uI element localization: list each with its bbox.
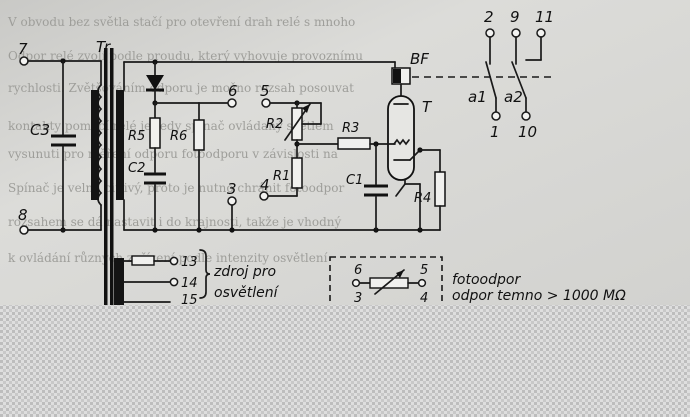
obscured-area: [0, 305, 690, 417]
label-13: 13: [181, 255, 198, 270]
bg-line-6: rozsahem se dá nastavit i do krajnosti, …: [8, 215, 342, 229]
label-3: 3: [227, 180, 237, 198]
label-11: 11: [535, 8, 554, 26]
transformer-core-2: [110, 48, 114, 308]
label-r3: R3: [342, 121, 359, 136]
relay-contacts: 2 1 a1 9 10 a2 11: [468, 8, 554, 141]
lighting-winding: [114, 258, 124, 305]
note-fotoodpor-1: fotoodpor: [452, 272, 521, 288]
terminal-14: [169, 277, 179, 287]
box-label-5: 5: [420, 263, 428, 278]
label-r1: R1: [273, 169, 290, 184]
label-7: 7: [18, 40, 28, 58]
terminal-6: [227, 98, 237, 108]
terminal-7: [19, 56, 29, 66]
bg-line-4: vysunuti pro měření odporu fotoodporu v …: [7, 147, 338, 161]
resistor-r3: [337, 137, 371, 150]
transformer-tr: Tr: [91, 38, 124, 308]
label-5: 5: [260, 82, 270, 100]
ground-rail: 3: [123, 180, 441, 233]
label-c2: C2: [128, 161, 145, 176]
note-zdroj-1: zdroj pro: [213, 264, 276, 280]
label-a2: a2: [504, 88, 523, 106]
terminal-13: [169, 256, 179, 266]
label-10: 10: [518, 123, 537, 141]
paper-background: [0, 0, 690, 305]
label-t: T: [422, 98, 433, 116]
terminal-5: [261, 98, 271, 108]
terminal-2: [485, 28, 495, 38]
label-6: 6: [228, 82, 238, 100]
lighting-supply: 13 14 15 zdroj pro osvětlení: [114, 249, 280, 308]
label-bf: BF: [410, 50, 429, 68]
label-r6: R6: [170, 129, 187, 144]
supply-rail: R5 C2 R6 6: [123, 59, 396, 231]
bg-line-1: Odpor relé zvolí podle proudu, který vyh…: [8, 49, 363, 63]
label-r5: R5: [128, 129, 145, 144]
label-14: 14: [181, 276, 198, 291]
label-tr: Tr: [96, 38, 111, 56]
rectifier-diode: [146, 75, 164, 90]
label-8: 8: [18, 206, 28, 224]
photoresistor-dashed-border: [329, 256, 443, 308]
label-a1: a1: [468, 88, 487, 106]
terminal-3: [227, 196, 237, 206]
tube-t: [387, 95, 415, 181]
bg-line-7: k ovládání různých zařízení podle intenz…: [8, 250, 328, 265]
terminal-9: [511, 28, 521, 38]
terminal-10: [521, 111, 531, 121]
resistor-r5: [149, 117, 161, 149]
bg-line-0: V obvodu bez světla stačí pro otevření d…: [7, 15, 355, 29]
bg-line-2: rychlosti. Zvětšováním odporu je možno r…: [8, 81, 354, 95]
label-c1: C1: [346, 173, 363, 188]
transformer-winding-right: [116, 90, 124, 200]
label-4: 4: [260, 176, 270, 194]
terminal-11: [536, 28, 546, 38]
label-15: 15: [181, 293, 198, 308]
terminal-1: [491, 111, 501, 121]
label-r4: R4: [414, 191, 431, 206]
input-section: 7 C3 8: [18, 40, 102, 235]
transformer-winding-left: [91, 90, 99, 200]
label-1: 1: [490, 123, 500, 141]
terminal-4: [259, 191, 269, 201]
resistor-r6: [193, 119, 205, 151]
box-label-4: 4: [420, 291, 428, 306]
box-label-3: 3: [354, 291, 362, 306]
note-zdroj-2: osvětlení: [214, 285, 280, 301]
label-r2: R2: [266, 117, 283, 132]
terminal-8: [19, 225, 29, 235]
lighting-resistor: [131, 255, 155, 266]
label-2: 2: [484, 8, 494, 26]
label-9: 9: [510, 8, 520, 26]
bg-line-3: kontakty pomocí relé je tedy spínač ovlá…: [8, 119, 334, 133]
transformer-core-1: [104, 48, 108, 308]
label-c3: C3: [30, 121, 50, 139]
resistor-r1: [291, 157, 303, 189]
input-network: 5 R2 R1 4 R3 C1: [259, 82, 396, 231]
resistor-r4: [434, 171, 446, 207]
note-fotoodpor-2: odpor temno > 1000 MΩ: [452, 288, 626, 304]
relay-and-tube: BF T R4: [387, 50, 552, 231]
photoresistor-box: 6 5 3 4 fotoodpor odpor temno > 1000 MΩ: [329, 256, 626, 308]
box-label-6: 6: [354, 263, 362, 278]
